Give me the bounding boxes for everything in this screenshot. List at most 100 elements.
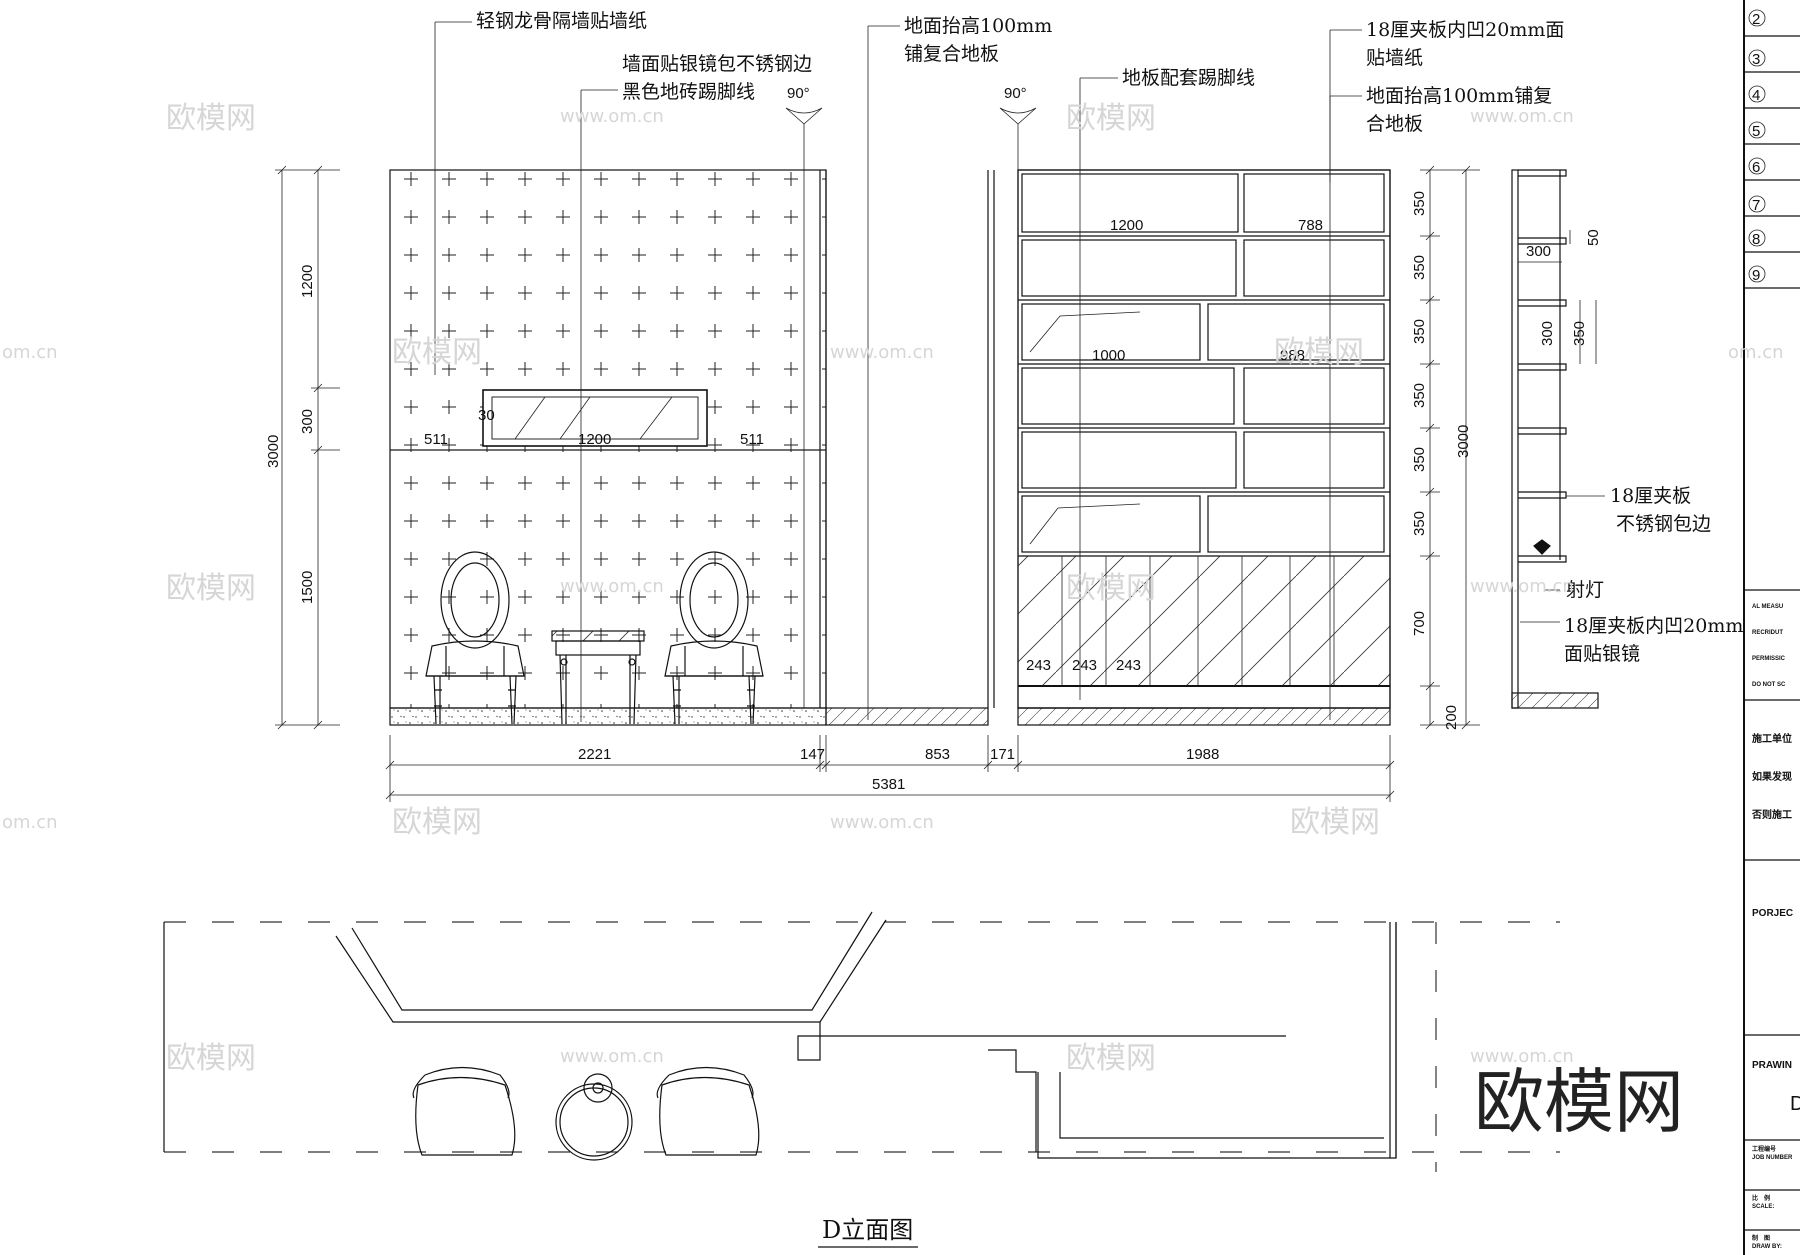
- tb-scale-cn: 比 例: [1752, 1194, 1770, 1202]
- elevation-title: D立面图: [822, 1216, 913, 1244]
- row-4: 4: [1752, 87, 1760, 104]
- tb-draw-cn: 制 图: [1752, 1234, 1770, 1242]
- watermark-brand: 欧模网: [166, 1041, 256, 1076]
- row-6: 6: [1752, 159, 1760, 176]
- tb-cn-note-1: 施工单位: [1752, 732, 1792, 745]
- tb-note-4: DO NOT SC: [1752, 682, 1786, 688]
- label-black-skirting: 黑色地砖踢脚线: [622, 81, 755, 103]
- title-block: [1743, 0, 1800, 1255]
- watermark-domain: om.cn: [2, 812, 58, 833]
- angle-mark-right: 90°: [1004, 85, 1027, 102]
- side-table: [551, 630, 645, 725]
- label-plywood-recess: 18厘夹板内凹20mm面: [1366, 19, 1564, 41]
- dim-cab-988: 988: [1280, 347, 1305, 364]
- label-raised-floor: 地面抬高100mm: [904, 15, 1052, 37]
- dim-left-total: 3000: [265, 435, 282, 468]
- wall-mirror: [482, 389, 708, 447]
- dim-right-350-1: 350: [1411, 191, 1428, 216]
- watermark-domain: om.cn: [2, 342, 58, 363]
- dim-bottom-1988: 1988: [1186, 746, 1219, 763]
- chair-left: [425, 551, 525, 725]
- tb-note-2: RECRIDUT: [1752, 630, 1783, 636]
- tb-drawing-no: D: [1790, 1093, 1800, 1115]
- corridor-floor: [825, 707, 1391, 726]
- title-block-rows: 2 3 4 5 6 7 8 9: [1748, 9, 1766, 284]
- dim-right-350-3: 350: [1411, 319, 1428, 344]
- watermark-brand: 欧模网: [1274, 335, 1364, 370]
- dim-left-300: 300: [299, 409, 316, 434]
- tb-note-1: AL MEASU: [1752, 604, 1783, 610]
- dim-mirror-511-right: 511: [740, 431, 764, 448]
- black-tile-skirting: [389, 707, 827, 726]
- dimension-lines: [275, 21, 1605, 802]
- dim-right-700: 700: [1411, 611, 1428, 636]
- watermark-url: www.om.cn: [1470, 576, 1574, 597]
- dim-left-1500: 1500: [299, 571, 316, 604]
- tb-cn-note-3: 否则施工: [1751, 808, 1792, 821]
- label-mirror-steel-edge: 墙面贴银镜包不锈钢边: [622, 53, 812, 75]
- tb-job-cn: 工程编号: [1752, 1145, 1776, 1153]
- watermark-brand-large: 欧模网: [1474, 1061, 1684, 1143]
- dim-cab-1200: 1200: [1110, 217, 1143, 234]
- dim-base-243-1: 243: [1026, 657, 1051, 674]
- watermark-url: www.om.cn: [1470, 1046, 1574, 1067]
- watermark-brand: 欧模网: [1290, 805, 1380, 840]
- dim-left-1200: 1200: [299, 265, 316, 298]
- dim-base-243-3: 243: [1116, 657, 1141, 674]
- dim-shelf-350: 350: [1571, 321, 1588, 346]
- tb-drawing: PRAWIN: [1752, 1060, 1792, 1071]
- label-drywall-wallpaper: 轻钢龙骨隔墙贴墙纸: [476, 10, 647, 32]
- label-floor-skirting: 地板配套踢脚线: [1122, 67, 1255, 89]
- label-plywood-recess-2: 18厘夹板内凹20mm: [1564, 615, 1743, 637]
- dim-shelf-300: 300: [1526, 243, 1551, 260]
- label-spotlight: 射灯: [1566, 579, 1604, 601]
- row-8: 8: [1752, 231, 1760, 248]
- dim-bottom-171: 171: [990, 746, 1015, 763]
- watermarks: 欧模网 www.om.cn 欧模网 www.om.cn om.cn 欧模网 ww…: [2, 101, 1784, 1143]
- angle-mark-left: 90°: [787, 85, 810, 102]
- dim-right-200: 200: [1443, 705, 1460, 730]
- dim-mirror-30: 30: [478, 407, 495, 424]
- dim-total-5381: 5381: [872, 776, 905, 793]
- dim-right-3000: 3000: [1455, 425, 1472, 458]
- watermark-brand: 欧模网: [1066, 571, 1156, 606]
- watermark-brand: 欧模网: [392, 335, 482, 370]
- watermark-url: www.om.cn: [560, 576, 664, 597]
- watermark-brand: 欧模网: [166, 571, 256, 606]
- watermark-url: www.om.cn: [1470, 106, 1574, 127]
- tb-job-en: JOB NUMBER: [1752, 1155, 1793, 1161]
- label-wallpaper: 贴墙纸: [1366, 47, 1423, 69]
- dim-shelf-300-v: 300: [1539, 321, 1556, 346]
- dim-right-350-6: 350: [1411, 511, 1428, 536]
- dim-right-350-4: 350: [1411, 383, 1428, 408]
- dim-bottom-147: 147: [800, 746, 825, 763]
- watermark-domain: om.cn: [1728, 342, 1784, 363]
- label-steel-edge: 不锈钢包边: [1616, 513, 1711, 535]
- dim-mirror-1200: 1200: [578, 431, 611, 448]
- tb-cn-note-2: 如果发现: [1752, 770, 1792, 783]
- watermark-brand: 欧模网: [166, 101, 256, 136]
- row-3: 3: [1752, 51, 1760, 68]
- dim-right-350-5: 350: [1411, 447, 1428, 472]
- dim-right-350-2: 350: [1411, 255, 1428, 280]
- row-5: 5: [1752, 123, 1760, 140]
- left-wall-elevation: [389, 169, 827, 726]
- row-2: 2: [1752, 11, 1760, 28]
- tb-note-3: PERMISSIC: [1752, 656, 1786, 662]
- label-raised-floor-2: 地面抬高100mm铺复: [1366, 85, 1552, 107]
- row-9: 9: [1752, 267, 1760, 284]
- dim-bottom-853: 853: [925, 746, 950, 763]
- watermark-brand: 欧模网: [1066, 101, 1156, 136]
- shelf-section: [1511, 169, 1599, 709]
- watermark-brand: 欧模网: [1066, 1041, 1156, 1076]
- watermark-brand: 欧模网: [392, 805, 482, 840]
- plan-view: [163, 911, 1560, 1172]
- label-plywood-18: 18厘夹板: [1610, 485, 1691, 507]
- row-7: 7: [1752, 197, 1760, 214]
- label-silver-mirror: 面贴银镜: [1564, 643, 1640, 665]
- dim-shelf-50: 50: [1585, 229, 1602, 246]
- tb-scale-en: SCALE:: [1752, 1204, 1774, 1210]
- dim-mirror-511-left: 511: [424, 431, 448, 448]
- watermark-url: www.om.cn: [560, 1046, 664, 1067]
- dim-cab-1000: 1000: [1092, 347, 1125, 364]
